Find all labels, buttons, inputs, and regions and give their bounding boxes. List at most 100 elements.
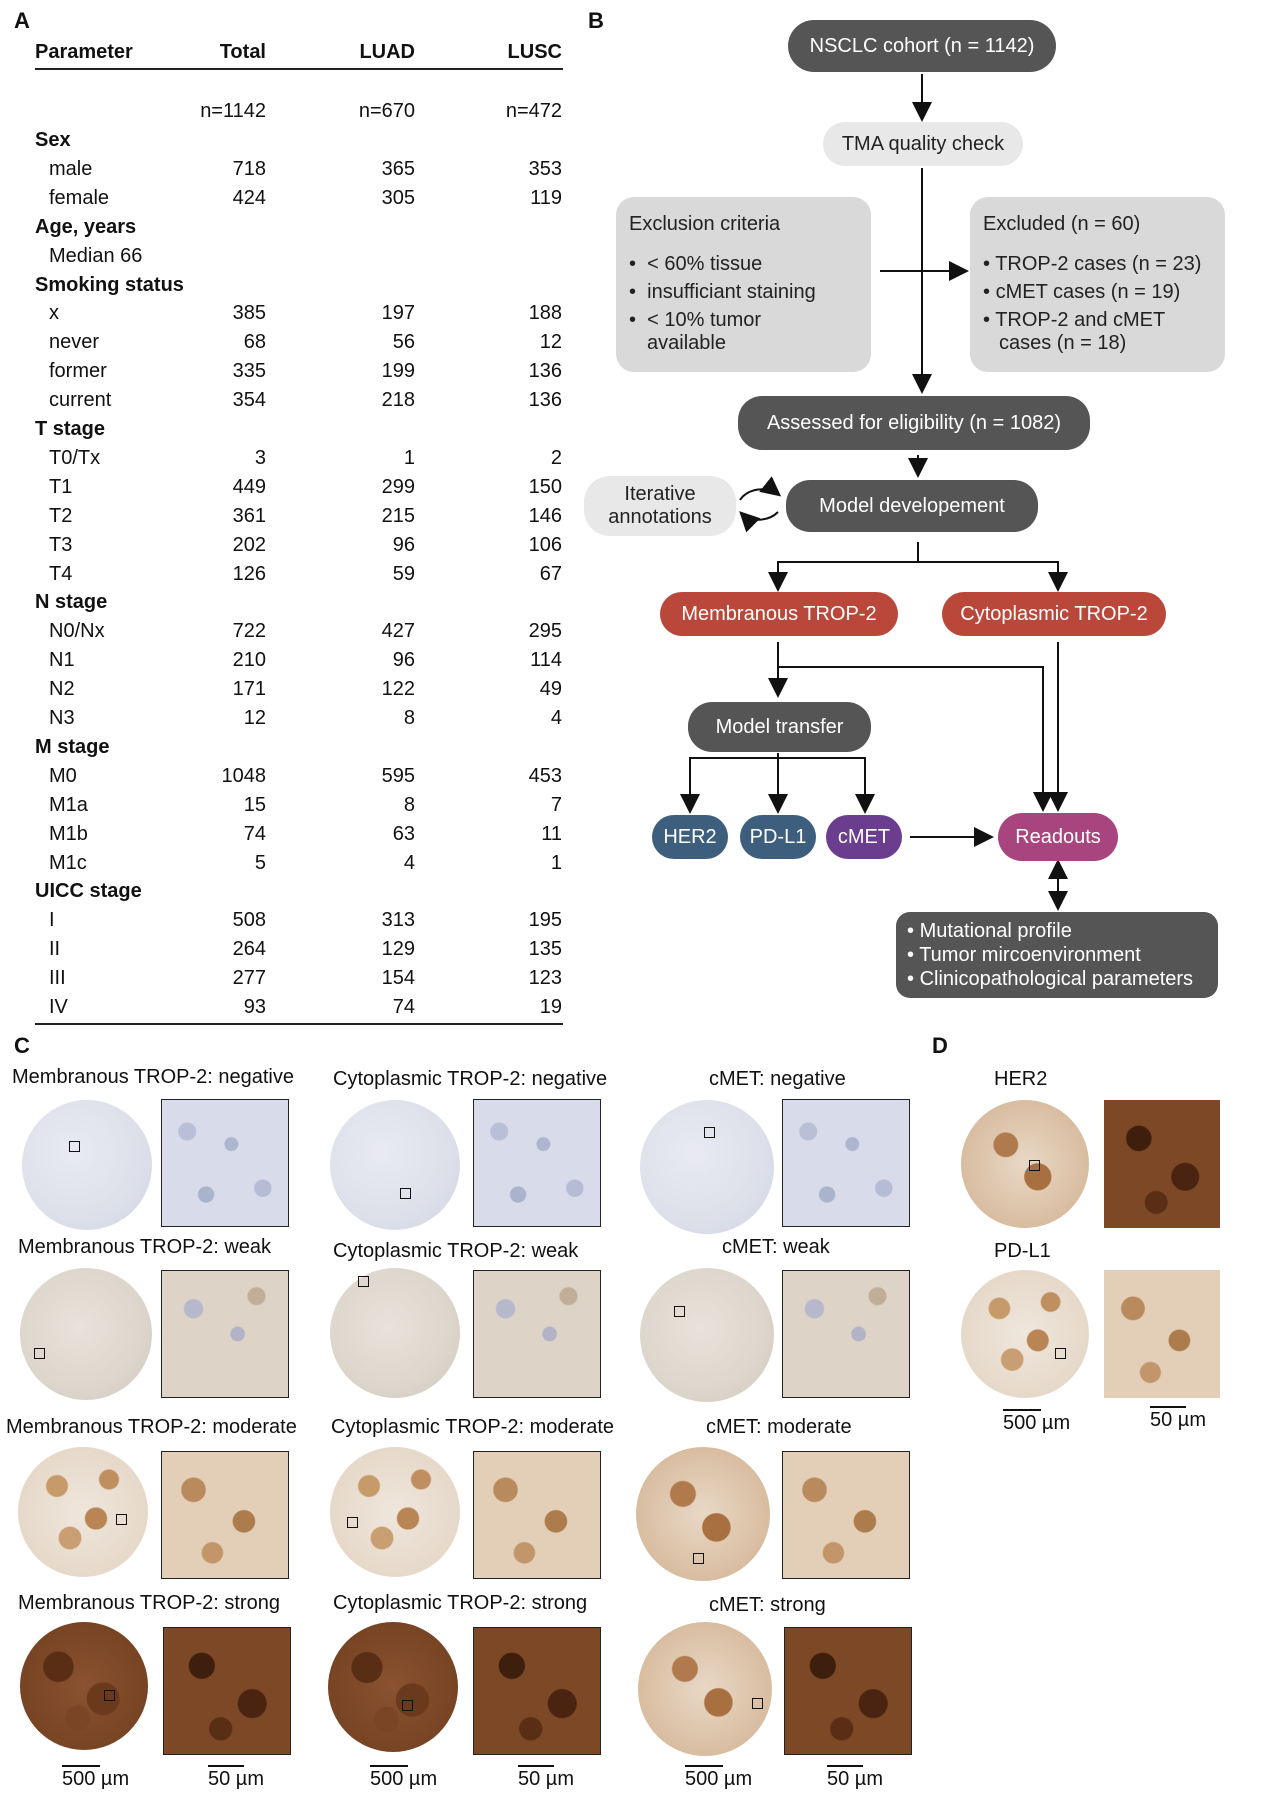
table-row-label: never [49,331,100,353]
ihc-title-membranous-weak: Membranous TROP-2: weak [18,1236,272,1258]
table-row-label: female [49,187,110,209]
table-cell-total: 171 [232,678,266,700]
scale-bar-50 [208,1765,244,1767]
zoom-image [473,1270,601,1398]
panel-label-c: C [14,1033,30,1058]
table-cell-total: 335 [232,360,266,382]
ihc-title-membranous-strong: Membranous TROP-2: strong [18,1592,280,1614]
table-cell-lusc: 123 [528,967,562,989]
ihc-title-cytoplasmic-strong: Cytoplasmic TROP-2: strong [333,1592,588,1614]
table-cell-total: 277 [232,967,266,989]
panel-label-a: A [14,8,30,33]
ihc-title-cytoplasmic-moderate: Cytoplasmic TROP-2: moderate [331,1416,615,1438]
zoom-image [1104,1100,1220,1228]
table-cell-lusc: 136 [528,360,562,382]
scale-bar-500 [370,1765,408,1767]
table-cell-total: 202 [232,534,266,556]
ihc-title-membranous-moderate: Membranous TROP-2: moderate [6,1416,297,1438]
table-cell-lusc: 67 [539,563,562,585]
table-row-label: N2 [49,678,75,700]
zoom-image [161,1270,289,1398]
table-header-lusc: LUSC [507,41,562,63]
readout-item-text: Clinicopathological parameters [919,968,1194,990]
pdl1-box: PD-L1 [740,815,816,859]
table-cell-luad: 122 [381,678,415,700]
excluded-item-text: TROP-2 and cMET [995,309,1166,331]
ihc-title-pdl1: PD-L1 [994,1240,1051,1262]
zoom-region-marker [1029,1160,1040,1171]
table-row-label: II [49,938,61,960]
zoom-image [473,1627,601,1755]
tma-core-image [22,1100,152,1230]
flowchart-connectors [680,74,1068,911]
ihc-title-membranous-negative: Membranous TROP-2: negative [12,1066,294,1088]
table-cell-lusc: 353 [528,158,562,180]
table-row-label: male [49,158,93,180]
table-cell-total: 93 [243,996,266,1018]
excluded-item: • TROP-2 and cMET [983,309,1166,331]
table-cell-total: 361 [232,505,266,527]
table-cell-total: 1048 [221,765,267,787]
scale-bar-500 [62,1765,100,1767]
panel-label-b: B [588,8,604,33]
zoom-image [782,1270,910,1398]
table-cell-luad: 365 [381,158,415,180]
table-cell-luad: 8 [403,707,415,729]
tma-core-image [20,1622,148,1750]
table-row-label: T1 [49,476,73,498]
table-row-label: T4 [49,563,73,585]
table-cell-luad: 129 [381,938,415,960]
tma-core-image [330,1447,460,1577]
cohort-box: NSCLC cohort (n = 1142) [788,20,1056,72]
table-row-label: Median 66 [49,245,143,267]
ihc-title-cmet-moderate: cMET: moderate [706,1416,852,1438]
zoom-region-marker [400,1188,411,1199]
count-luad: n=670 [358,100,415,122]
excluded-item: • cMET cases (n = 19) [983,281,1181,303]
exclusion-item-cont: available [647,332,726,354]
zoom-region-marker [402,1700,413,1711]
table-cell-lusc: 136 [528,389,562,411]
table-cell-luad: 1 [403,447,415,469]
iterative-line-2: annotations [608,506,712,528]
table-row-label: N0/Nx [49,620,105,642]
table-cell-lusc: 7 [550,794,562,816]
cytoplasmic-trop2-box: Cytoplasmic TROP-2 [942,592,1166,636]
table-header-luad: LUAD [359,41,415,63]
table-header-total: Total [219,41,266,63]
table-category-label: Age, years [35,216,137,238]
table-cell-total: 12 [243,707,266,729]
table-cell-lusc: 49 [539,678,562,700]
eligibility-box: Assessed for eligibility (n = 1082) [738,396,1090,450]
scale-bar-50 [518,1765,554,1767]
readout-item-text: Tumor mircoenvironment [919,944,1141,966]
table-cell-luad: 197 [381,302,415,324]
table-row-label: T2 [49,505,73,527]
table-cell-luad: 56 [392,331,415,353]
table-cell-total: 449 [232,476,266,498]
readout-item: • Mutational profile [907,920,1072,942]
exclusion-item: • < 10% tumor [629,309,762,331]
zoom-region-marker [1055,1348,1066,1359]
table-cell-lusc: 19 [539,996,562,1018]
scale-bar-50 [1150,1406,1186,1408]
zoom-image [782,1099,910,1227]
table-cell-lusc: 453 [528,765,562,787]
table-category-label: N stage [35,591,108,613]
table-cell-luad: 595 [381,765,415,787]
scale-label-50: 50 µm [518,1768,574,1790]
excluded-item-text: TROP-2 cases (n = 23) [995,253,1202,275]
scale-label-500: 500 µm [1003,1412,1071,1434]
zoom-region-marker [358,1276,369,1287]
zoom-region-marker [347,1517,358,1528]
table-cell-lusc: 106 [528,534,562,556]
zoom-region-marker [693,1553,704,1564]
ihc-title-cmet-weak: cMET: weak [722,1236,830,1258]
ihc-title-cytoplasmic-weak: Cytoplasmic TROP-2: weak [333,1240,579,1262]
excluded-item: • TROP-2 cases (n = 23) [983,253,1202,275]
scale-label-50: 50 µm [827,1768,883,1790]
zoom-region-marker [116,1514,127,1525]
table-cell-total: 126 [232,563,266,585]
table-category-label: T stage [35,418,106,440]
table-row-label: x [49,302,59,324]
